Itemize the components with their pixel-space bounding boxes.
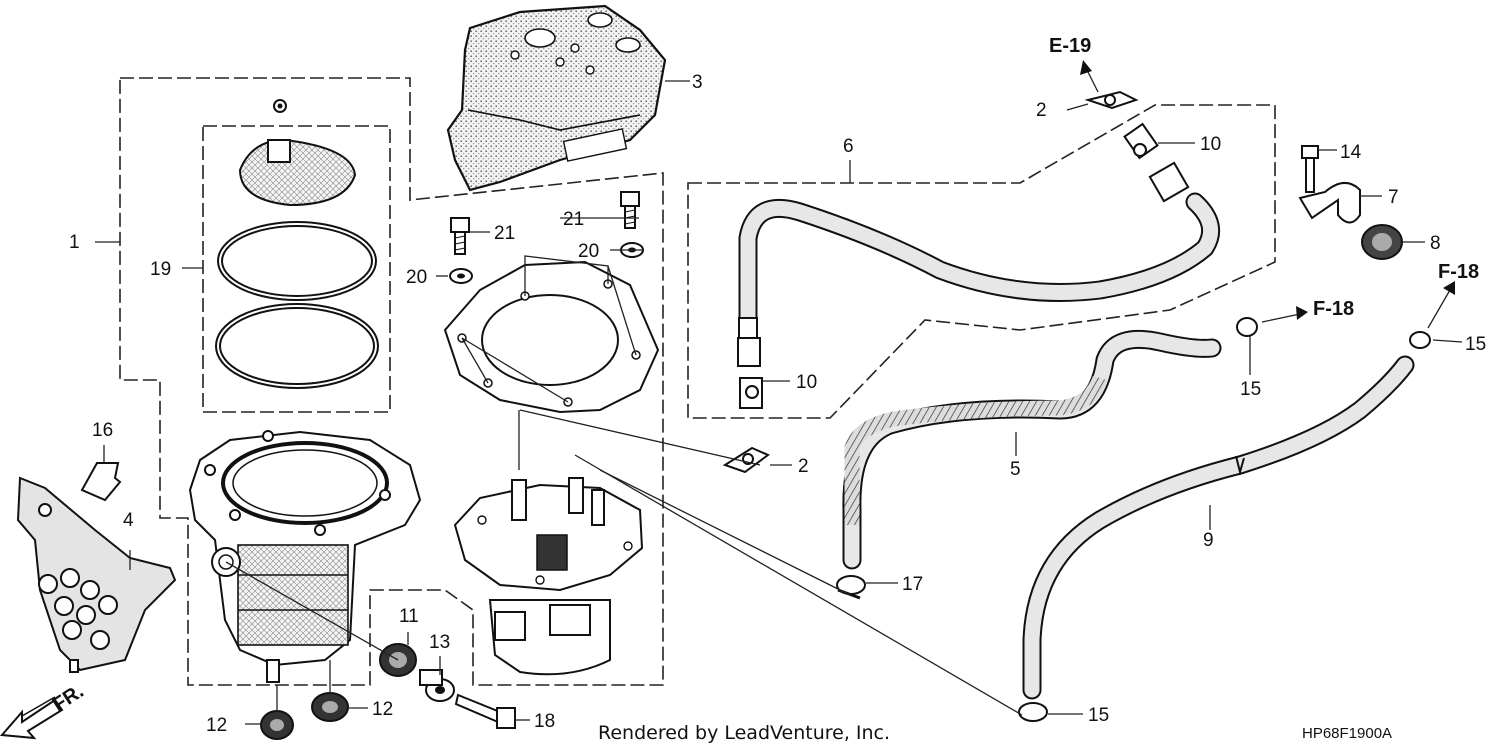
callout-3: 3 bbox=[692, 72, 703, 93]
callout-2-bottom: 2 bbox=[798, 456, 809, 477]
callout-13: 13 bbox=[429, 632, 450, 653]
kit-6-boundary bbox=[687, 104, 1276, 419]
reference-e19: E-19 bbox=[1049, 35, 1091, 57]
callout-4: 4 bbox=[123, 510, 134, 531]
callout-15-right: 15 bbox=[1465, 334, 1486, 355]
fuel-pump-assembly bbox=[453, 477, 644, 676]
callout-18: 18 bbox=[534, 711, 555, 732]
grommet-12-left bbox=[260, 710, 294, 740]
diagram-code: HP68F1900A bbox=[1302, 725, 1392, 742]
reference-f18-middle: F-18 bbox=[1313, 298, 1354, 320]
render-credit: Rendered by LeadVenture, Inc. bbox=[598, 722, 890, 744]
joint-10-top bbox=[1123, 122, 1159, 160]
kit-19-boundary bbox=[202, 125, 391, 413]
clamp-2-bottom bbox=[722, 446, 770, 474]
callout-20-right: 20 bbox=[578, 241, 599, 262]
callout-16: 16 bbox=[92, 420, 113, 441]
callout-10-top: 10 bbox=[1200, 134, 1221, 155]
clamp-2-top bbox=[1084, 90, 1139, 110]
callout-7: 7 bbox=[1388, 187, 1399, 208]
callout-labels: 1 2 2 3 4 5 6 7 8 9 10 10 11 12 12 13 14… bbox=[69, 72, 1486, 736]
clamp-15-middle bbox=[1236, 317, 1258, 337]
fuel-pump-strainer bbox=[188, 430, 422, 683]
shield-plate bbox=[16, 476, 177, 673]
callout-12-right: 12 bbox=[372, 699, 393, 720]
grommet-8 bbox=[1361, 224, 1403, 260]
callout-2-top: 2 bbox=[1036, 100, 1047, 121]
fuel-hose-9 bbox=[1022, 355, 1415, 700]
joint-10-bottom bbox=[739, 377, 763, 409]
callout-8: 8 bbox=[1430, 233, 1441, 254]
bolt-21-right bbox=[620, 191, 640, 229]
callout-1: 1 bbox=[69, 232, 80, 253]
clip-16 bbox=[80, 462, 122, 502]
callout-17: 17 bbox=[902, 574, 923, 595]
bolt-14 bbox=[1301, 145, 1319, 193]
callout-12-left: 12 bbox=[206, 715, 227, 736]
reference-f18-right: F-18 bbox=[1438, 261, 1479, 283]
reference-arrows bbox=[1080, 60, 1455, 329]
seal-kit-parts bbox=[215, 99, 379, 389]
fuel-tank-cover bbox=[446, 4, 667, 192]
callout-6: 6 bbox=[843, 136, 854, 157]
callout-9: 9 bbox=[1203, 530, 1214, 551]
hose-clamp-7 bbox=[1298, 182, 1361, 224]
callout-14: 14 bbox=[1340, 142, 1362, 163]
bolt-18 bbox=[454, 693, 516, 729]
callout-21-left: 21 bbox=[494, 223, 515, 244]
callout-20-left: 20 bbox=[406, 267, 427, 288]
reference-labels: E-19 F-18 F-18 bbox=[1049, 35, 1479, 320]
callout-19: 19 bbox=[150, 259, 171, 280]
front-direction-arrow: FR. bbox=[0, 680, 88, 740]
grommet-12-right bbox=[311, 692, 349, 722]
fuel-feed-hose-6 bbox=[737, 161, 1221, 367]
bolt-21-left bbox=[450, 217, 470, 255]
callout-15-bottom: 15 bbox=[1088, 705, 1109, 726]
clamp-15-top-right bbox=[1409, 331, 1431, 349]
clamp-17 bbox=[836, 575, 866, 600]
collar-13 bbox=[419, 669, 455, 702]
washer-20-left bbox=[449, 268, 473, 284]
leader-lines bbox=[95, 80, 1463, 725]
callout-15-middle: 15 bbox=[1240, 379, 1261, 400]
kit-1-boundary bbox=[119, 77, 664, 686]
callout-5: 5 bbox=[1010, 459, 1021, 480]
callout-21-right: 21 bbox=[563, 209, 584, 230]
callout-11: 11 bbox=[399, 606, 419, 627]
fuel-return-hose-5 bbox=[842, 329, 1222, 570]
clamp-15-bottom bbox=[1018, 702, 1048, 722]
callout-10-bottom: 10 bbox=[796, 372, 817, 393]
pump-gasket-plate bbox=[443, 255, 660, 414]
